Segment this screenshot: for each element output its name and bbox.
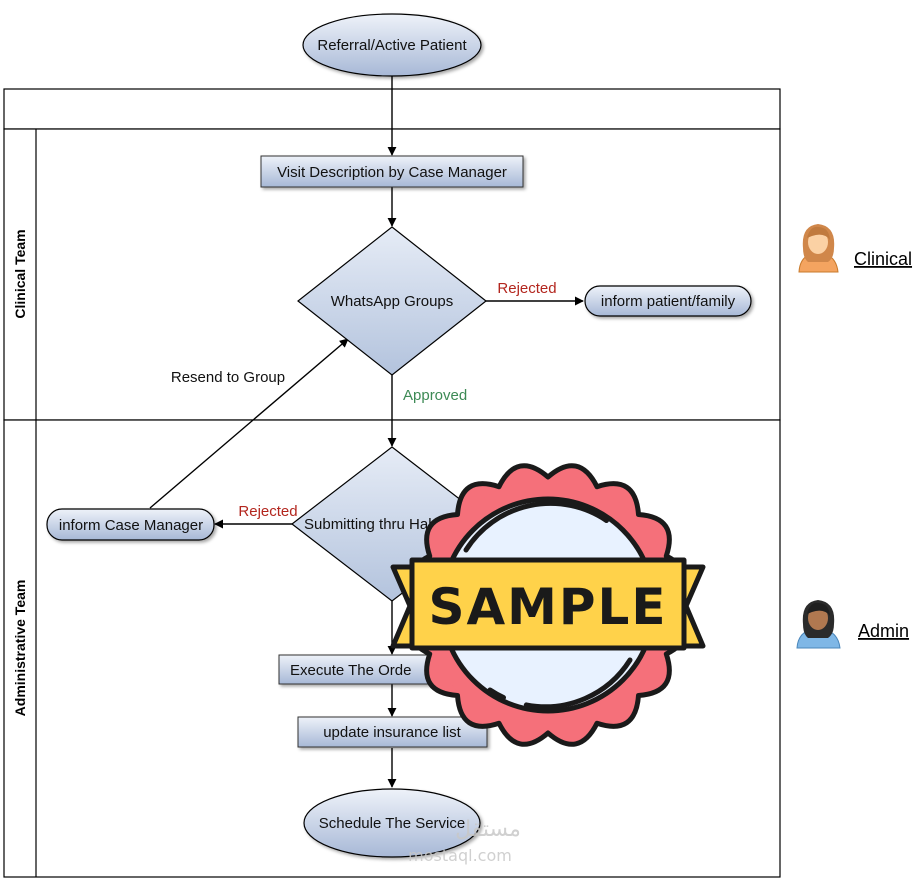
actor-clinical-label: Clinical [854, 249, 912, 269]
actor-clinical: Clinical [798, 224, 912, 273]
edge-label-rejected-family: Rejected [497, 280, 556, 297]
inform-family-node[interactable]: inform patient/family [584, 285, 752, 317]
actor-admin-label: Admin [858, 621, 909, 641]
edge-label-rejected-cm: Rejected [238, 503, 297, 520]
woman-avatar-icon [796, 600, 841, 649]
sample-stamp-text: SAMPLE [428, 578, 667, 636]
submitting-label: Submitting thru Hal [304, 516, 432, 533]
edge-label-approved: Approved [403, 387, 467, 404]
watermark-text: mostaql.com [408, 846, 512, 865]
inform-case-manager-node[interactable]: inform Case Manager [46, 508, 215, 541]
visit-description-label: Visit Description by Case Manager [277, 164, 507, 181]
woman-avatar-icon [798, 224, 839, 273]
update-insurance-node[interactable]: update insurance list [297, 716, 488, 748]
actor-admin: Admin [796, 600, 909, 649]
mostaql-watermark: مستقل mostaql.com [408, 817, 521, 865]
edge-resend-to-group [149, 338, 349, 509]
start-node[interactable]: Referral/Active Patient [302, 13, 482, 77]
visit-description-node[interactable]: Visit Description by Case Manager [260, 155, 524, 188]
schedule-service-label: Schedule The Service [319, 815, 465, 832]
whatsapp-groups-label: WhatsApp Groups [331, 293, 454, 310]
sample-seal-icon: SAMPLE [390, 463, 706, 747]
whatsapp-groups-decision[interactable]: WhatsApp Groups [297, 226, 487, 376]
edge-label-resend: Resend to Group [171, 369, 285, 386]
watermark-logo: مستقل [455, 817, 521, 842]
inform-case-manager-label: inform Case Manager [59, 517, 203, 534]
lane-label-clinical: Clinical Team [12, 229, 28, 318]
update-insurance-label: update insurance list [323, 724, 461, 741]
execute-order-label: Execute The Orde [290, 662, 411, 679]
start-node-label: Referral/Active Patient [317, 37, 467, 54]
schedule-service-node[interactable]: Schedule The Service [303, 788, 481, 858]
lane-label-admin: Administrative Team [12, 580, 28, 717]
inform-family-label: inform patient/family [601, 293, 736, 310]
edges [149, 76, 584, 788]
